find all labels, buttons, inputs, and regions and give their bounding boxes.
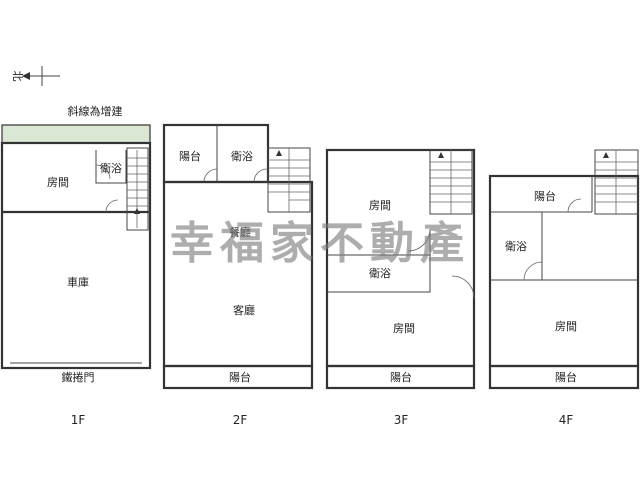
room-label-bedroom: 房間 xyxy=(393,322,415,335)
stairs xyxy=(267,147,311,213)
wall xyxy=(327,255,431,293)
wall xyxy=(95,150,127,184)
room-label-balcony: 陽台 xyxy=(179,149,201,163)
floor-3f: 房間 衛浴 房間 陽台 3F xyxy=(325,148,476,427)
floor-label: 4F xyxy=(559,413,574,427)
door-swing xyxy=(105,199,119,213)
room-label-dining: 餐廳 xyxy=(229,225,251,239)
stairs xyxy=(429,149,473,215)
door-swing xyxy=(451,275,475,299)
room-label-shutter-door: 鐵捲門 xyxy=(62,370,95,384)
floor-2f-outline xyxy=(162,180,314,368)
room-label-bath: 衛浴 xyxy=(369,267,391,280)
floor-label: 2F xyxy=(233,413,248,427)
door-swing xyxy=(567,198,582,213)
floor-4f: 陽台 衛浴 房間 陽台 4F xyxy=(488,149,640,427)
room-label-garage: 車庫 xyxy=(67,275,89,289)
floor-1f-outline xyxy=(0,141,152,370)
floor-2f: 陽台 衛浴 餐廳 客廳 陽台 2F xyxy=(162,123,314,427)
compass-north-label: 北 xyxy=(11,71,24,82)
room-label-bedroom: 房間 xyxy=(555,320,577,333)
room-label-balcony: 陽台 xyxy=(534,189,556,203)
balcony-outline xyxy=(488,364,640,390)
room-label-balcony: 陽台 xyxy=(555,370,577,384)
balcony-outline xyxy=(325,364,476,390)
door-swing xyxy=(95,164,111,180)
room-label-living: 客廳 xyxy=(233,303,255,317)
door-swing xyxy=(253,168,268,183)
room-label-bath: 衛浴 xyxy=(505,240,527,253)
room-label-bedroom: 房間 xyxy=(47,176,69,189)
balcony-outline xyxy=(162,364,314,390)
stairs xyxy=(594,149,639,215)
room-label-balcony: 陽台 xyxy=(229,370,251,384)
compass-arrow-icon xyxy=(22,72,30,80)
door-swing xyxy=(523,261,543,281)
compass: 北 xyxy=(11,66,60,86)
room-label-bath: 衛浴 xyxy=(100,162,122,175)
floor-label: 3F xyxy=(394,413,409,427)
room-label-bath: 衛浴 xyxy=(231,150,253,163)
floor-1f: 房間 衛浴 車庫 鐵捲門 1F xyxy=(0,124,152,427)
door-swing xyxy=(407,228,431,252)
room-label-bedroom: 房間 xyxy=(369,199,391,212)
room-label-balcony: 陽台 xyxy=(390,370,412,384)
extension-area xyxy=(1,124,151,144)
extension-note: 斜線為增建 xyxy=(68,104,123,118)
floor-label: 1F xyxy=(71,413,86,427)
door-swing xyxy=(203,168,218,183)
watermark: 幸福家不動產 xyxy=(170,218,470,269)
stairs xyxy=(126,147,149,231)
